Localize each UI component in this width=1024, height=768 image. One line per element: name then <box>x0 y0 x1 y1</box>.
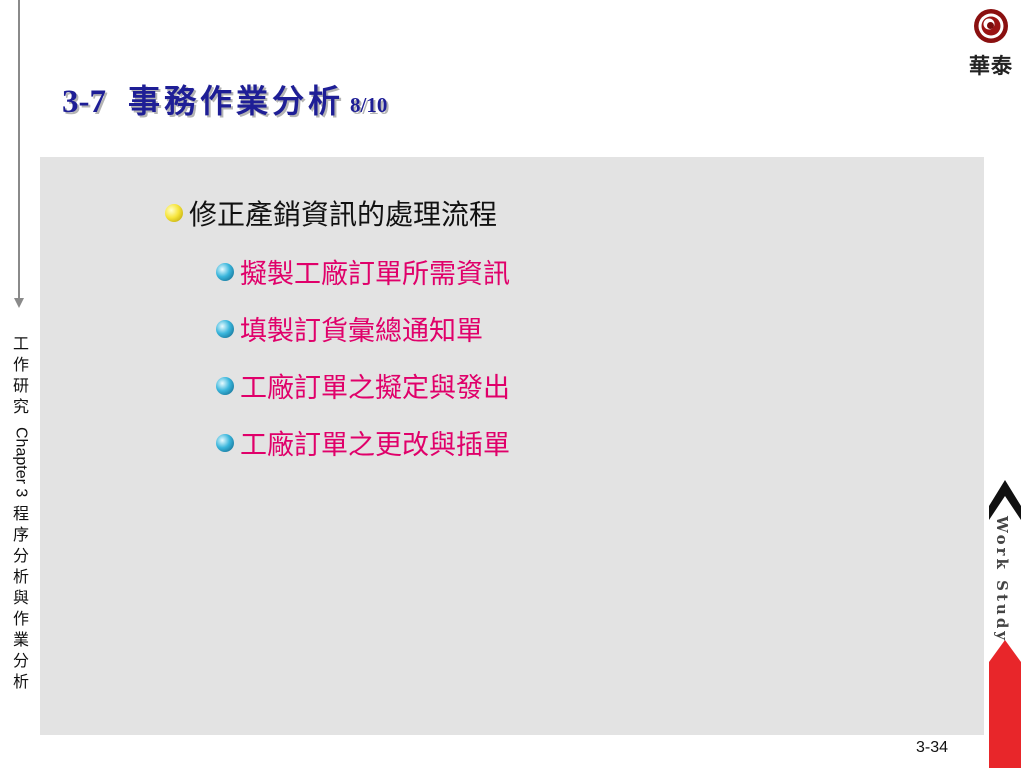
blue-bullet-icon <box>216 262 234 281</box>
blue-bullet-icon <box>216 376 234 395</box>
left-vertical-rule <box>18 0 20 300</box>
list-item: 工廠訂單之擬定與發出 <box>216 366 510 405</box>
list-item-text: 工廠訂單之擬定與發出 <box>240 373 510 404</box>
side-char: 究 <box>12 397 29 416</box>
side-vertical-label: 工 作 研 究 Chapter 3 程 序 分 析 與 作 業 分 析 <box>9 333 33 692</box>
side-char: 析 <box>12 672 29 692</box>
side-char: 分 <box>12 546 29 566</box>
list-item: 工廠訂單之更改與插單 <box>216 423 510 462</box>
content-heading: 修正產銷資訊的處理流程 <box>165 193 497 233</box>
work-study-label: Work Study <box>993 516 1011 644</box>
content-heading-text: 修正產銷資訊的處理流程 <box>189 198 498 231</box>
tab-red-bar <box>989 640 1021 768</box>
side-char: 析 <box>12 567 29 587</box>
content-panel <box>40 157 984 735</box>
side-char: 工 <box>12 334 29 353</box>
slide-page-number: 3-34 <box>916 739 949 756</box>
down-arrow-icon <box>14 298 24 308</box>
list-item: 擬製工廠訂單所需資訊 <box>216 252 510 291</box>
tab-chevron-up-icon <box>989 480 1021 520</box>
yellow-bullet-icon <box>165 204 183 222</box>
list-item-text: 工廠訂單之更改與插單 <box>240 430 510 461</box>
logo-ring-icon <box>974 9 1008 43</box>
side-char: 業 <box>12 630 29 650</box>
side-chapter-label: Chapter 3 <box>12 427 30 498</box>
blue-bullet-icon <box>216 319 234 338</box>
side-char: 作 <box>12 355 29 374</box>
side-char: 研 <box>12 376 29 395</box>
list-item-text: 填製訂貨彙總通知單 <box>240 316 483 347</box>
work-study-tab <box>989 480 1021 768</box>
side-char: 作 <box>12 609 29 629</box>
side-char: 與 <box>12 588 29 608</box>
title-number: 3-7 <box>62 84 106 120</box>
logo-text: 華泰 <box>969 53 1013 78</box>
title-main: 事務作業分析 <box>128 82 345 120</box>
list-item-text: 擬製工廠訂單所需資訊 <box>240 259 510 290</box>
side-char: 分 <box>12 651 29 671</box>
side-char: 序 <box>12 525 29 545</box>
list-item: 填製訂貨彙總通知單 <box>216 309 483 348</box>
side-char: 程 <box>12 504 29 524</box>
blue-bullet-icon <box>216 433 234 452</box>
title-page-indicator: 8/10 <box>350 93 388 117</box>
publisher-logo: 華泰 <box>963 4 1019 82</box>
